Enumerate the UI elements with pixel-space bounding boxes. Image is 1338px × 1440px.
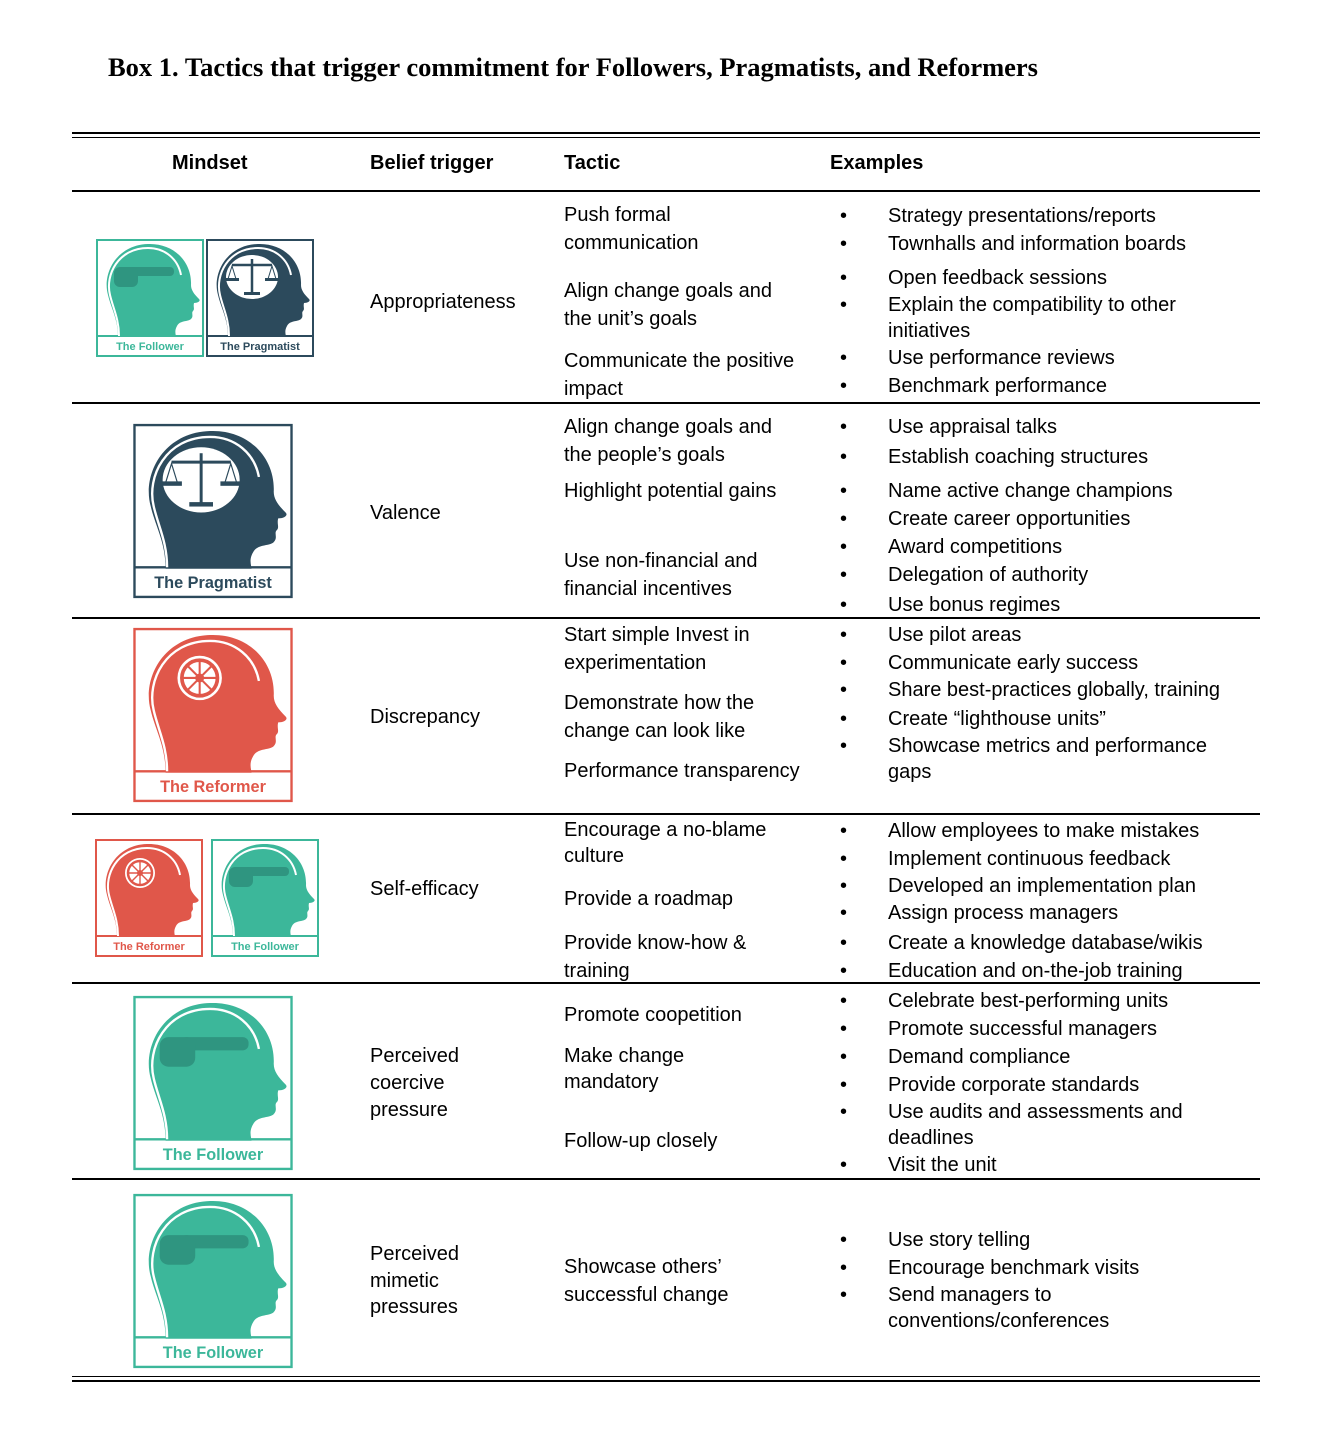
list-item: Use pilot areas [830, 621, 1250, 649]
list-item: Use story telling [830, 1226, 1250, 1254]
list-item: Use appraisal talks [830, 413, 1250, 441]
reformer-label: The Reformer [113, 941, 185, 953]
list-item: Create career opportunities [830, 505, 1250, 533]
tactic: Performance transparency [564, 760, 800, 782]
belief-trigger-mimetic-pressures: Perceived mimetic pressures [370, 1243, 459, 1318]
list-item: Establish coaching structures [830, 443, 1250, 471]
list-item: Showcase metrics and performance gaps [830, 733, 1250, 785]
list-item: Allow employees to make mistakes [830, 817, 1250, 845]
list-item: Demand compliance [830, 1043, 1250, 1071]
follower-mindset-icon: The Follower [133, 1193, 293, 1369]
list-item: Celebrate best-performing units [830, 987, 1250, 1015]
row-divider [72, 813, 1260, 815]
list-item: Send managers to conventions/conferences [830, 1282, 1128, 1334]
follower-mindset-icon: The Follower [211, 839, 319, 957]
tactic: Align change goals and the unit’s goals [564, 280, 772, 330]
tactic: Showcase others’ successful change [564, 1256, 729, 1306]
tactic: Follow-up closely [564, 1130, 718, 1152]
tactic: Promote coopetition [564, 1004, 742, 1026]
follower-label: The Follower [231, 941, 300, 953]
examples-list: Celebrate best-performing units Promote … [830, 987, 1250, 1179]
list-item: Strategy presentations/reports [830, 202, 1250, 230]
list-item: Implement continuous feedback [830, 845, 1250, 873]
list-item: Provide corporate standards [830, 1071, 1250, 1099]
follower-mindset-icon: The Follower [133, 995, 293, 1171]
examples-list: Use appraisal talks Establish coaching s… [830, 413, 1250, 619]
examples-list: Use pilot areas Communicate early succes… [830, 621, 1250, 785]
header-tactic: Tactic [564, 152, 621, 174]
belief-trigger-coercive-pressure: Perceived coercive pressure [370, 1045, 459, 1121]
box-title: Box 1. Tactics that trigger commitment f… [108, 52, 1038, 82]
header-rule [72, 190, 1260, 192]
tactic: Align change goals and the people’s goal… [564, 416, 772, 466]
list-item: Promote successful managers [830, 1015, 1250, 1043]
list-item: Create a knowledge database/wikis [830, 929, 1250, 957]
reformer-label: The Reformer [160, 778, 267, 796]
tactic: Encourage a no-blame culture [564, 819, 767, 867]
list-item: Use audits and assessments and deadlines [830, 1099, 1250, 1151]
tactic: Push formal communication [564, 204, 699, 254]
belief-trigger-valence: Valence [370, 502, 441, 524]
header-examples: Examples [830, 152, 924, 174]
follower-label: The Follower [116, 341, 185, 353]
tactic: Highlight potential gains [564, 480, 777, 502]
list-item: Communicate early success [830, 649, 1250, 677]
bottom-rule-double-1 [72, 1376, 1260, 1377]
examples-list: Allow employees to make mistakes Impleme… [830, 817, 1250, 985]
list-item: Visit the unit [830, 1151, 1250, 1179]
list-item: Name active change champions [830, 477, 1250, 505]
bottom-rule-double-2 [72, 1380, 1260, 1382]
tactic: Use non-financial and financial incentiv… [564, 550, 758, 600]
tactic: Communicate the positive impact [564, 350, 795, 400]
list-item: Open feedback sessions [830, 264, 1250, 292]
belief-trigger-discrepancy: Discrepancy [370, 706, 481, 728]
list-item: Developed an implementation plan [830, 873, 1250, 899]
list-item: Townhalls and information boards [830, 230, 1250, 258]
reformer-mindset-icon: The Reformer [133, 627, 293, 803]
top-rule-double-2 [72, 137, 1260, 138]
list-item: Award competitions [830, 533, 1250, 561]
follower-mindset-icon: The Follower [96, 239, 204, 357]
header-mindset: Mindset [172, 152, 248, 174]
pragmatist-mindset-icon: The Pragmatist [206, 239, 314, 357]
pragmatist-label: The Pragmatist [220, 341, 300, 353]
row-divider [72, 617, 1260, 619]
reformer-mindset-icon: The Reformer [95, 839, 203, 957]
list-item: Share best-practices globally, training [830, 677, 1250, 703]
row-divider [72, 1178, 1260, 1180]
top-rule-double-1 [72, 132, 1260, 134]
belief-trigger-appropriateness: Appropriateness [370, 291, 516, 313]
header-belief-trigger: Belief trigger [370, 152, 494, 174]
row-divider [72, 982, 1260, 984]
tactic: Demonstrate how the change can look like [564, 692, 755, 742]
belief-trigger-self-efficacy: Self-efficacy [370, 878, 479, 900]
list-item: Benchmark performance [830, 372, 1250, 400]
list-item: Create “lighthouse units” [830, 705, 1250, 733]
tactic: Start simple Invest in experimentation [564, 624, 750, 674]
list-item: Use bonus regimes [830, 591, 1250, 619]
list-item: Delegation of authority [830, 561, 1250, 589]
list-item: Assign process managers [830, 899, 1250, 927]
follower-label: The Follower [163, 1344, 264, 1362]
list-item: Education and on-the-job training [830, 957, 1250, 985]
examples-list: Use story telling Encourage benchmark vi… [830, 1226, 1250, 1334]
list-item: Use performance reviews [830, 344, 1250, 372]
follower-label: The Follower [163, 1146, 264, 1164]
pragmatist-mindset-icon: The Pragmatist [133, 423, 293, 599]
pragmatist-label: The Pragmatist [154, 574, 272, 592]
tactic: Provide know-how & training [564, 932, 747, 982]
list-item: Encourage benchmark visits [830, 1254, 1250, 1282]
examples-list: Strategy presentations/reports Townhalls… [830, 202, 1250, 400]
tactic: Make change mandatory [564, 1045, 685, 1093]
tactic: Provide a roadmap [564, 888, 733, 910]
row-divider [72, 402, 1260, 404]
list-item: Explain the compatibility to other initi… [830, 292, 1250, 344]
